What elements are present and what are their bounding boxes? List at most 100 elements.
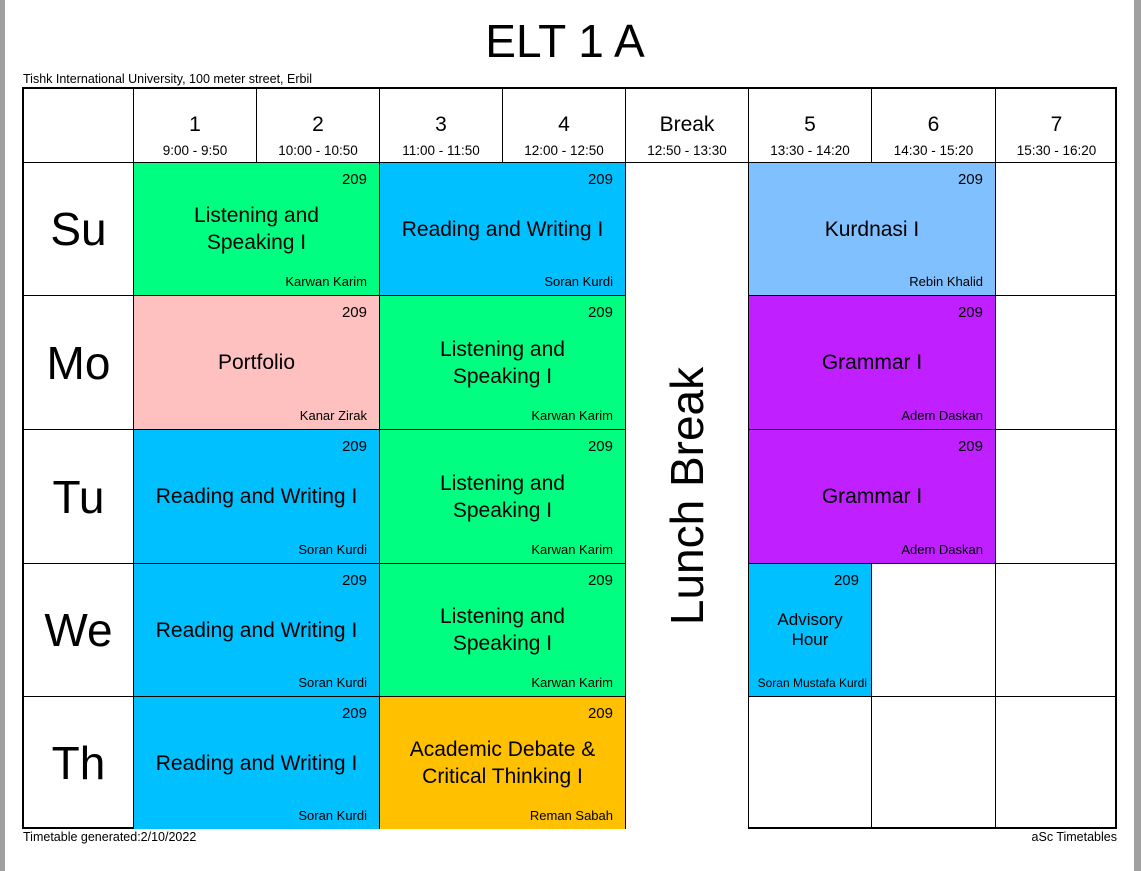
period-header: 3 11:00 - 11:50 xyxy=(380,89,503,163)
lesson-teacher: Adem Daskan xyxy=(901,542,983,557)
lesson-teacher: Soran Kurdi xyxy=(298,675,367,690)
empty-slot xyxy=(996,430,1117,564)
lesson-room: 209 xyxy=(341,705,367,722)
period-number: 3 xyxy=(435,113,447,136)
lesson-subject: Reading and Writing I xyxy=(401,217,604,241)
corner-cell xyxy=(24,89,134,163)
period-time: 12:50 - 13:30 xyxy=(647,143,727,158)
lesson-room: 209 xyxy=(957,171,983,188)
period-time: 11:00 - 11:50 xyxy=(402,143,480,158)
day-label: Tu xyxy=(24,430,134,564)
lesson-room: 209 xyxy=(957,304,983,321)
lesson-teacher: Soran Mustafa Kurdi xyxy=(757,676,867,690)
lesson-teacher: Soran Kurdi xyxy=(298,808,367,823)
period-number: 5 xyxy=(804,113,816,136)
lesson-card[interactable]: Academic Debate & Critical Thinking I 209… xyxy=(380,697,626,829)
lesson-teacher: Rebin Khalid xyxy=(909,274,983,289)
lesson-room: 209 xyxy=(587,705,613,722)
empty-slot xyxy=(996,697,1117,829)
period-time: 14:30 - 15:20 xyxy=(893,143,974,158)
lesson-subject: Listening and Speaking I xyxy=(440,471,565,522)
period-number: Break xyxy=(659,113,715,136)
day-label: Su xyxy=(24,163,134,296)
period-number: 7 xyxy=(1050,113,1063,136)
lesson-room: 209 xyxy=(833,572,859,589)
lesson-subject: Reading and Writing I xyxy=(155,485,358,508)
period-header: 7 15:30 - 16:20 xyxy=(996,89,1117,163)
period-time: 13:30 - 14:20 xyxy=(770,143,850,158)
lesson-room: 209 xyxy=(341,572,367,589)
lesson-subject: Academic Debate & Critical Thinking I xyxy=(409,738,596,788)
page-title: ELT 1 A xyxy=(485,15,645,67)
empty-slot xyxy=(996,296,1117,430)
lesson-teacher: Karwan Karim xyxy=(285,274,367,289)
lesson-subject: Portfolio xyxy=(217,351,296,374)
lesson-subject: Reading and Writing I xyxy=(155,751,358,775)
period-header: 5 13:30 - 14:20 xyxy=(749,89,872,163)
lesson-subject: Grammar I xyxy=(821,485,923,508)
day-label: Th xyxy=(24,697,134,829)
lesson-teacher: Soran Kurdi xyxy=(544,274,613,289)
empty-slot xyxy=(872,697,996,829)
period-time: 12:00 - 12:50 xyxy=(524,143,604,158)
period-number: 1 xyxy=(189,113,201,136)
empty-slot xyxy=(996,564,1117,697)
day-label: Mo xyxy=(24,296,134,430)
empty-slot xyxy=(749,697,872,829)
lesson-subject: Reading and Writing I xyxy=(155,618,358,642)
period-time: 15:30 - 16:20 xyxy=(1016,143,1097,158)
lesson-room: 209 xyxy=(587,572,613,589)
lesson-room: 209 xyxy=(587,438,613,455)
lesson-teacher: Karwan Karim xyxy=(531,542,613,557)
lunch-break-column: Lunch Break xyxy=(626,163,749,829)
lesson-subject: Grammar I xyxy=(821,351,923,374)
lesson-room: 209 xyxy=(341,438,367,455)
lesson-teacher: Reman Sabah xyxy=(529,808,613,823)
lesson-teacher: Adem Daskan xyxy=(901,408,983,423)
lesson-teacher: Karwan Karim xyxy=(531,675,613,690)
lesson-subject: Listening and Speaking I xyxy=(440,337,565,388)
right-scrollbar[interactable] xyxy=(1134,0,1141,871)
lesson-room: 209 xyxy=(587,171,613,188)
lesson-teacher: Kanar Zirak xyxy=(299,408,367,423)
period-header: Break 12:50 - 13:30 xyxy=(626,89,749,163)
lesson-room: 209 xyxy=(341,171,367,188)
day-label: We xyxy=(24,564,134,697)
software-credit: aSc Timetables xyxy=(1031,830,1117,844)
lesson-subject: Listening and Speaking I xyxy=(440,605,565,655)
lesson-subject: Advisory Hour xyxy=(777,610,843,649)
period-number: 2 xyxy=(312,113,324,136)
empty-slot xyxy=(996,163,1117,296)
empty-slot xyxy=(872,564,996,697)
generated-date: Timetable generated:2/10/2022 xyxy=(23,830,197,844)
lesson-subject: Listening and Speaking I xyxy=(194,204,319,254)
period-number: 6 xyxy=(927,113,940,136)
lesson-teacher: Karwan Karim xyxy=(531,408,613,423)
lesson-room: 209 xyxy=(957,438,983,455)
lesson-room: 209 xyxy=(587,304,613,321)
lesson-teacher: Soran Kurdi xyxy=(298,542,367,557)
school-address: Tishk International University, 100 mete… xyxy=(23,72,313,86)
lesson-subject: Kurdnasi I xyxy=(824,217,920,241)
lunch-break-label: Lunch Break xyxy=(661,366,713,626)
period-header: 6 14:30 - 15:20 xyxy=(872,89,996,163)
lesson-room: 209 xyxy=(341,304,367,321)
left-window-edge xyxy=(0,0,5,871)
